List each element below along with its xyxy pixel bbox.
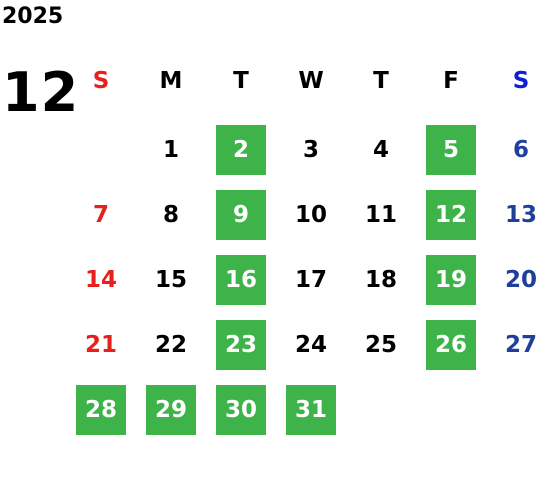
day-cell-31: 31 <box>286 385 336 435</box>
weekday-friday: F <box>443 68 459 94</box>
day-cell-3: 3 <box>302 137 319 163</box>
day-cell-4: 4 <box>372 137 389 163</box>
day-cell-19: 19 <box>426 255 476 305</box>
weekday-tuesday: T <box>233 68 249 94</box>
day-cell-23: 23 <box>216 320 266 370</box>
day-cell-5: 5 <box>426 125 476 175</box>
weekday-thursday: T <box>373 68 389 94</box>
day-cell-6: 6 <box>512 137 529 163</box>
weekday-sunday: S <box>92 68 110 94</box>
year-label: 2025 <box>2 4 64 29</box>
day-cell-13: 13 <box>504 202 537 228</box>
day-cell-2: 2 <box>216 125 266 175</box>
day-cell-15: 15 <box>154 267 187 293</box>
day-cell-10: 10 <box>294 202 327 228</box>
day-cell-14: 14 <box>84 267 117 293</box>
weekday-monday: M <box>159 68 183 94</box>
day-cell-25: 25 <box>364 332 397 358</box>
day-cell-7: 7 <box>92 202 109 228</box>
day-cell-24: 24 <box>294 332 327 358</box>
day-cell-26: 26 <box>426 320 476 370</box>
day-cell-17: 17 <box>294 267 327 293</box>
day-cell-20: 20 <box>504 267 537 293</box>
day-cell-30: 30 <box>216 385 266 435</box>
day-cell-28: 28 <box>76 385 126 435</box>
day-cell-22: 22 <box>154 332 187 358</box>
day-cell-27: 27 <box>504 332 537 358</box>
month-number: 12 <box>2 61 80 124</box>
day-cell-16: 16 <box>216 255 266 305</box>
day-cell-9: 9 <box>216 190 266 240</box>
day-cell-29: 29 <box>146 385 196 435</box>
weekday-wednesday: W <box>298 68 324 94</box>
weekday-saturday: S <box>512 68 530 94</box>
day-cell-1: 1 <box>162 137 179 163</box>
day-cell-11: 11 <box>364 202 397 228</box>
day-cell-21: 21 <box>84 332 117 358</box>
day-cell-12: 12 <box>426 190 476 240</box>
day-cell-18: 18 <box>364 267 397 293</box>
day-cell-8: 8 <box>162 202 179 228</box>
